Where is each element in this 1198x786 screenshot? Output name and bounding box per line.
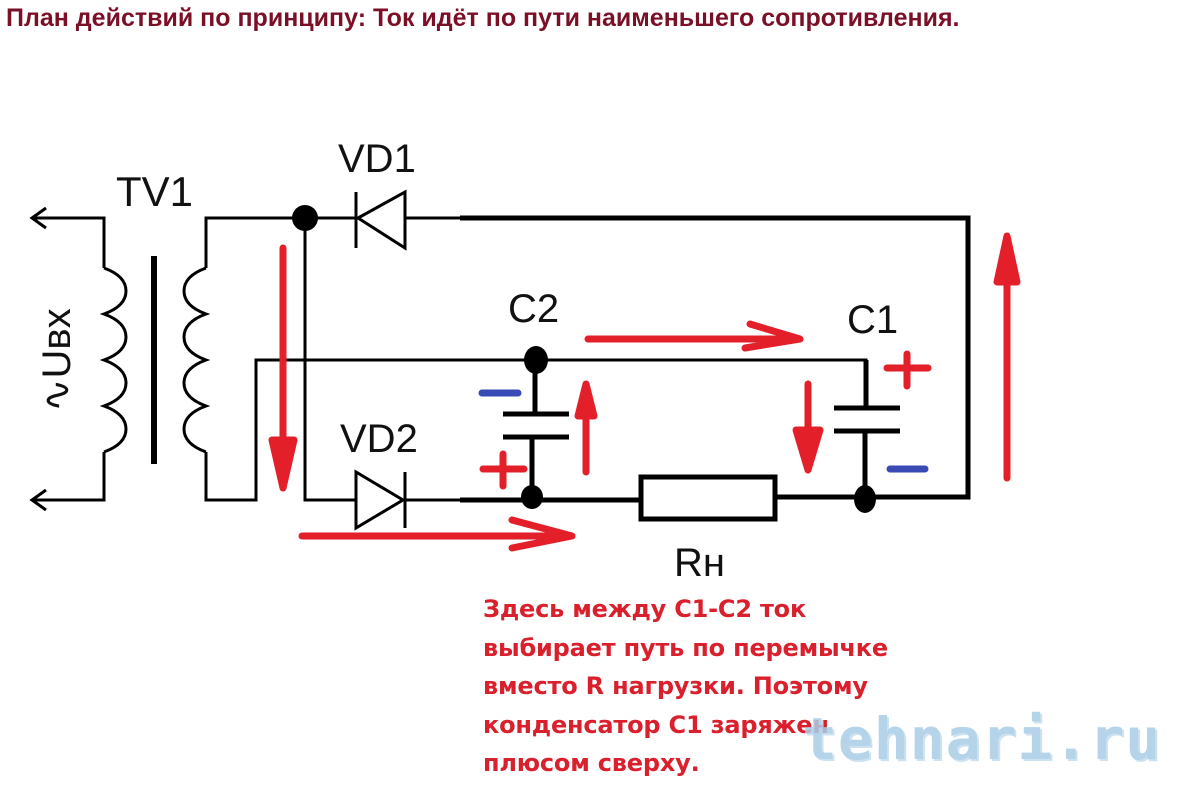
diode-vd1-icon <box>354 189 407 251</box>
note-line: вместо R нагрузки. Поэтому <box>483 672 868 700</box>
bottom-wire <box>460 494 866 503</box>
current-arrow-right-bottom-icon <box>298 516 576 552</box>
current-arrow-up-c2-icon <box>574 380 598 476</box>
label-tv1: TV1 <box>116 168 193 215</box>
input-arrow-top-icon <box>29 206 47 230</box>
label-input-voltage: ∿Uвх <box>35 308 79 412</box>
note-line: конденсатор С1 заряжен <box>483 710 829 739</box>
label-vd1: VD1 <box>338 137 416 181</box>
transformer-primary <box>32 216 128 502</box>
current-arrow-right-middle-icon <box>584 320 804 352</box>
label-c1: C1 <box>847 298 898 342</box>
vd2-feed-wire <box>303 218 460 502</box>
watermark-logo: tehnari.ru <box>802 705 1162 773</box>
diode-vd2-icon <box>354 469 407 531</box>
note-line: плюсом сверху. <box>483 749 700 777</box>
note-line: выбирает путь по перемычке <box>483 633 888 662</box>
label-rn: Rн <box>674 541 725 585</box>
junction-node <box>521 485 543 509</box>
label-c2: C2 <box>508 287 559 331</box>
current-arrow-down-left-icon <box>268 244 298 492</box>
label-vd2: VD2 <box>340 417 418 461</box>
input-arrow-bottom-icon <box>29 488 47 512</box>
explanation-note: Здесь между С1-С2 ток выбирает путь по п… <box>483 590 888 783</box>
capacitor-c2-icon <box>503 360 569 496</box>
current-arrow-up-right-icon <box>993 232 1021 482</box>
capacitor-c1-icon <box>834 360 900 497</box>
resistor-rn-icon <box>638 474 778 522</box>
polarity-c1-plus-icon <box>883 350 932 390</box>
junction-node <box>524 346 548 374</box>
note-line: Здесь между С1-С2 ток <box>483 595 807 623</box>
polarity-c2-plus-icon <box>479 450 528 490</box>
current-arrow-down-c1-icon <box>792 380 824 474</box>
junction-node <box>854 485 876 513</box>
page-title: План действий по принципу: Ток идёт по п… <box>6 4 960 32</box>
